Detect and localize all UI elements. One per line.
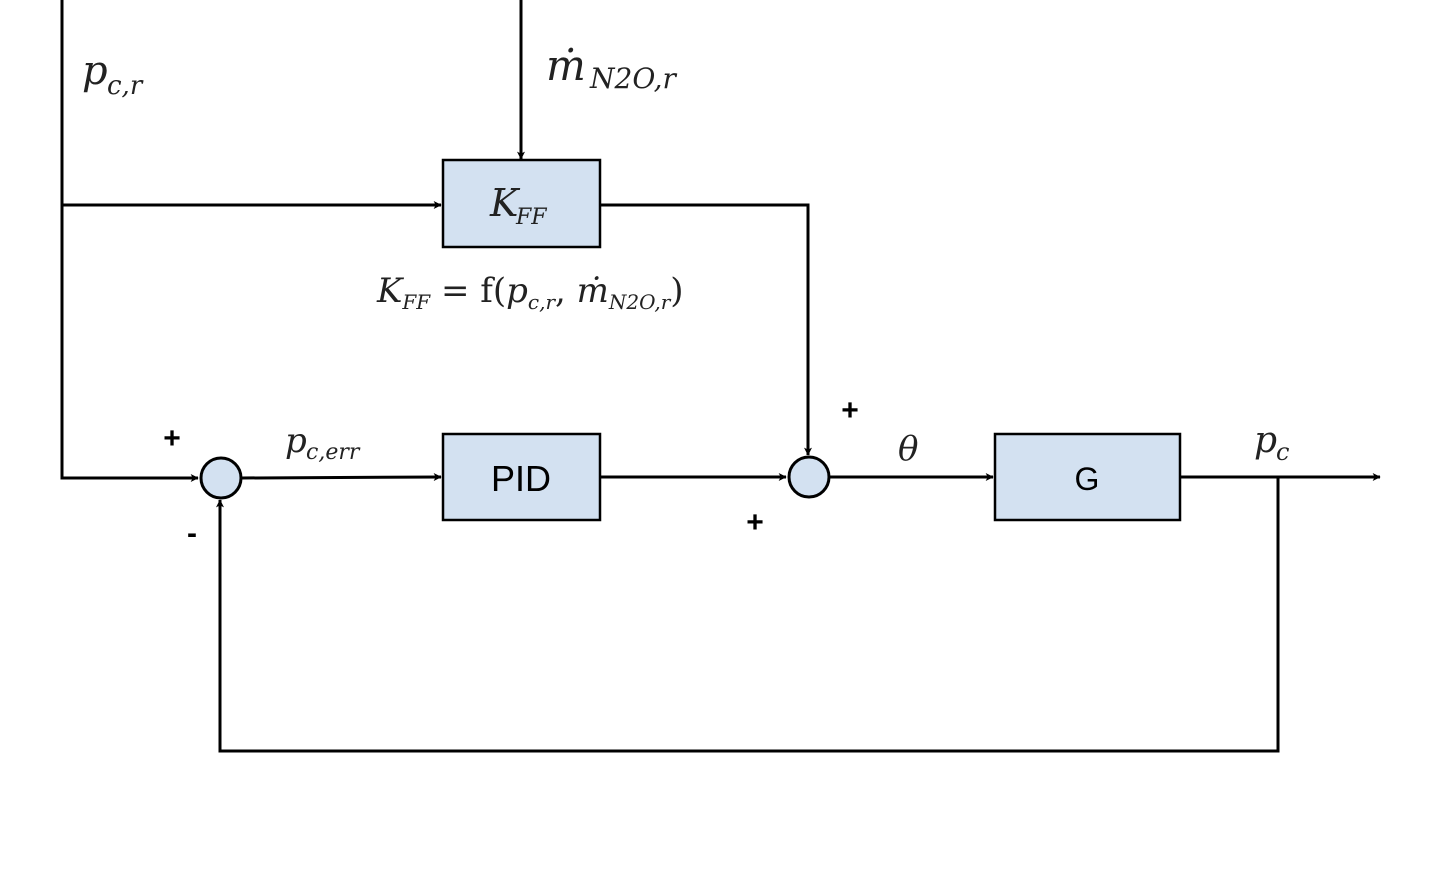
eq-arg2-sub: N2O,r — [608, 290, 672, 314]
eq-comma: , — [555, 271, 577, 311]
kff-output-line — [600, 203, 812, 456]
control-summing-junction — [787, 455, 831, 499]
pressure-ref-line-vertical — [60, 0, 199, 482]
error-summing-junction — [199, 456, 243, 500]
error-plus-sign: + — [163, 422, 181, 455]
eq-equals: = f( — [430, 271, 506, 311]
eq-arg1-main: p — [506, 271, 528, 311]
plant-block: G — [993, 432, 1182, 522]
pressure-ref-label: p c,r — [82, 48, 144, 101]
eq-lhs-main: K — [376, 271, 405, 311]
kff-label-main: K — [489, 181, 521, 225]
error-to-pid-line — [241, 473, 442, 482]
theta-label: θ — [898, 429, 918, 469]
pressure-ref-main: p — [82, 48, 108, 94]
massflow-ref-sub: N2O,r — [589, 62, 678, 95]
feedback-line — [216, 477, 1280, 753]
pressure-error-sub: c,err — [306, 440, 361, 465]
kff-block: K FF — [441, 158, 602, 249]
massflow-ref-label: ṁ N2O,r — [546, 41, 678, 95]
kff-label-sub: FF — [515, 205, 547, 230]
kff-equation-text: KFF = f(pc,r, ṁN2O,r) — [376, 271, 684, 314]
eq-arg1-sub: c,r — [528, 290, 557, 314]
eq-arg2-main: ṁ — [577, 271, 609, 311]
plant-label: G — [1075, 461, 1100, 497]
control-plus-sign-bottom: + — [746, 506, 764, 539]
pid-block: PID — [441, 432, 602, 522]
eq-lhs-sub: FF — [401, 290, 431, 314]
pressure-error-main: p — [285, 421, 307, 461]
error-minus-sign: - — [187, 517, 197, 550]
pressure-out-label: p c — [1254, 420, 1289, 466]
pressure-ref-sub: c,r — [107, 71, 144, 101]
kff-equation: KFF = f(pc,r, ṁN2O,r) — [376, 271, 684, 314]
pid-label: PID — [491, 458, 551, 499]
pressure-out-main: p — [1254, 420, 1277, 461]
eq-close: ) — [670, 271, 683, 311]
massflow-ref-main: ṁ — [546, 41, 586, 90]
control-plus-sign-top: + — [841, 394, 859, 427]
pressure-error-label: p c,err — [285, 421, 361, 465]
pressure-out-sub: c — [1276, 438, 1289, 466]
